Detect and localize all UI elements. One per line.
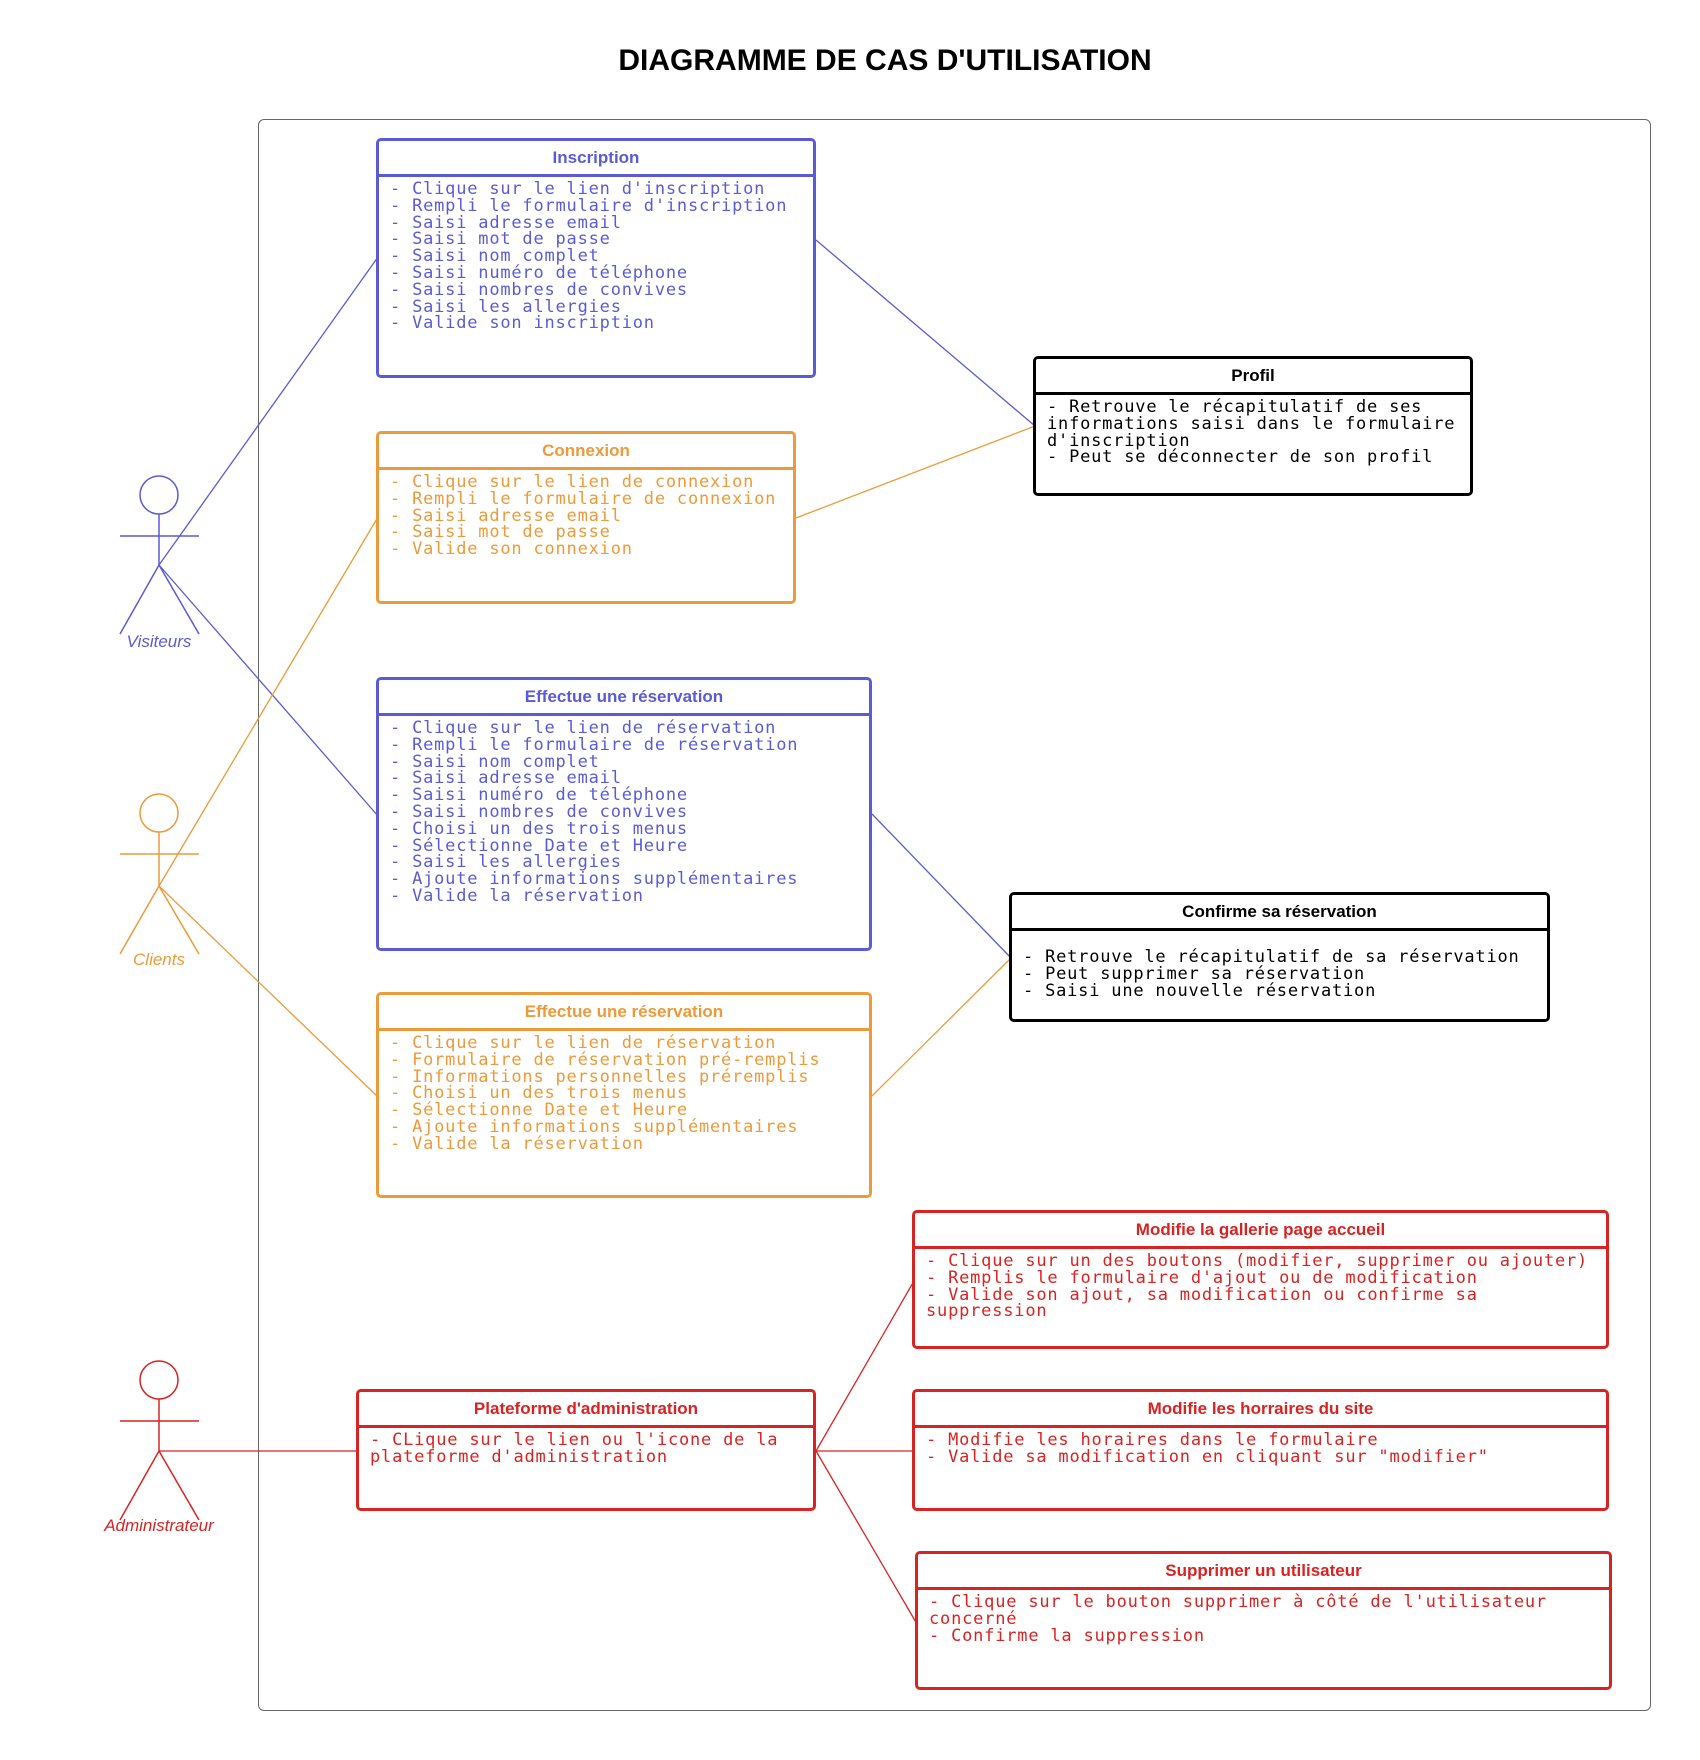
usecase-line: - Ajoute informations supplémentaires — [390, 869, 799, 890]
usecase-line: - Ajoute informations supplémentaires — [390, 1116, 799, 1137]
usecase-line: - Saisi une nouvelle réservation — [1023, 980, 1377, 1001]
link-inscription-profil — [815, 239, 1036, 427]
usecase-line: informations saisi dans le formulaire — [1047, 413, 1456, 434]
usecase-line: - Sélectionne Date et Heure — [390, 835, 688, 856]
link-reservation-client-confirme — [871, 957, 1012, 1097]
usecase-line: - Valide la réservation — [390, 1133, 644, 1154]
usecase-line: - Saisi adresse email — [390, 768, 622, 789]
usecase-line: - Remplis le formulaire d'ajout ou de mo… — [926, 1267, 1478, 1288]
usecase-supprimer-utilisateur: Supprimer un utilisateur - Clique sur le… — [915, 1551, 1612, 1690]
diagram-title: DIAGRAMME DE CAS D'UTILISATION — [618, 44, 1152, 77]
usecase-line: - Clique sur le bouton supprimer à côté … — [929, 1592, 1547, 1612]
actor-visiteurs-figure — [119, 475, 200, 635]
usecase-line: - Saisi les allergies — [390, 296, 622, 317]
usecase-line: - Retrouve le récapitulatif de sa réserv… — [1023, 947, 1520, 967]
usecase-line: - Retrouve le récapitulatif de ses — [1047, 397, 1423, 417]
usecase-confirme-title: Confirme sa réservation — [1012, 895, 1547, 931]
link-reservation-confirme — [871, 813, 1012, 959]
actor-administrateur-figure — [119, 1360, 200, 1521]
usecase-line: - Saisi numéro de téléphone — [390, 262, 688, 283]
usecase-line: - Confirme la suppression — [929, 1625, 1205, 1646]
link-plateforme-gallerie — [815, 1280, 915, 1452]
usecase-inscription-title: Inscription — [379, 141, 813, 177]
link-clients-reservation — [158, 885, 379, 1098]
usecase-reservation-visiteur: Effectue une réservation - Clique sur le… — [376, 677, 872, 951]
usecase-line: - Saisi nom complet — [390, 751, 600, 772]
usecase-line: - Rempli le formulaire d'inscription — [390, 195, 788, 216]
usecase-plateforme-title: Plateforme d'administration — [359, 1392, 813, 1428]
usecase-line: - Valide son inscription — [390, 313, 655, 334]
link-plateforme-supprimer — [815, 1450, 918, 1625]
usecase-connexion-title: Connexion — [379, 434, 793, 470]
usecase-plateforme-administration: Plateforme d'administration - CLique sur… — [356, 1389, 816, 1511]
usecase-inscription: Inscription - Clique sur le lien d'inscr… — [376, 138, 816, 378]
usecase-line: - Sélectionne Date et Heure — [390, 1100, 688, 1121]
usecase-line: - Saisi nom complet — [390, 246, 600, 267]
usecase-line: - Valide sa modification en cliquant sur… — [926, 1446, 1489, 1467]
usecase-line: - Saisi mot de passe — [390, 522, 611, 543]
usecase-line: - Saisi adresse email — [390, 212, 622, 233]
usecase-reservation-client-title: Effectue une réservation — [379, 995, 869, 1031]
actor-visiteurs-label: Visiteurs — [126, 632, 192, 651]
usecase-line: - Saisi les allergies — [390, 852, 622, 873]
link-visiteurs-reservation — [158, 564, 379, 817]
usecase-line: plateforme d'administration — [370, 1446, 668, 1467]
usecase-line: - Peut supprimer sa réservation — [1023, 963, 1366, 984]
usecase-line: - Valide son ajout, sa modification ou c… — [926, 1284, 1478, 1305]
usecase-line: - Modifie les horaires dans le formulair… — [926, 1430, 1379, 1450]
usecase-line: - Peut se déconnecter de son profil — [1047, 447, 1434, 468]
usecase-modifie-gallerie: Modifie la gallerie page accueil - Cliqu… — [912, 1210, 1609, 1349]
usecase-line: d'inscription — [1047, 430, 1191, 451]
usecase-line: - Valide son connexion — [390, 539, 633, 560]
usecase-line: - Clique sur un des boutons (modifier, s… — [926, 1251, 1589, 1271]
usecase-line: - Clique sur le lien de connexion — [390, 472, 755, 492]
usecase-horaires-title: Modifie les horraires du site — [915, 1392, 1606, 1428]
usecase-line: suppression — [926, 1301, 1048, 1322]
usecase-reservation-visiteur-title: Effectue une réservation — [379, 680, 869, 716]
usecase-line: - Clique sur le lien de réservation — [390, 718, 777, 738]
usecase-profil-title: Profil — [1036, 359, 1470, 395]
usecase-supprimer-title: Supprimer un utilisateur — [918, 1554, 1609, 1590]
usecase-gallerie-title: Modifie la gallerie page accueil — [915, 1213, 1606, 1249]
usecase-line: - Saisi mot de passe — [390, 229, 611, 250]
usecase-line: - Clique sur le lien de réservation — [390, 1033, 777, 1053]
usecase-line: - Clique sur le lien d'inscription — [390, 179, 766, 199]
usecase-line: - Rempli le formulaire de connexion — [390, 488, 777, 509]
usecase-line: concerné — [929, 1608, 1018, 1629]
usecase-profil: Profil - Retrouve le récapitulatif de se… — [1033, 356, 1473, 496]
usecase-line: - Saisi numéro de téléphone — [390, 785, 688, 806]
actor-clients-figure — [119, 793, 200, 955]
usecase-line: - Rempli le formulaire de réservation — [390, 734, 799, 755]
usecase-connexion: Connexion - Clique sur le lien de connex… — [376, 431, 796, 604]
usecase-line: - Saisi adresse email — [390, 505, 622, 526]
usecase-line: - Choisi un des trois menus — [390, 1083, 688, 1104]
actor-administrateur-label: Administrateur — [104, 1516, 214, 1535]
actor-clients-label: Clients — [133, 950, 185, 969]
usecase-line: - Formulaire de réservation pré-remplis — [390, 1049, 821, 1070]
usecase-confirme-reservation: Confirme sa réservation - Retrouve le ré… — [1009, 892, 1550, 1022]
link-clients-connexion — [158, 516, 379, 887]
usecase-line: - Saisi nombres de convives — [390, 801, 688, 822]
usecase-line: - Choisi un des trois menus — [390, 818, 688, 839]
usecase-line: - Valide la réservation — [390, 885, 644, 906]
usecase-modifie-horaires: Modifie les horraires du site - Modifie … — [912, 1389, 1609, 1511]
usecase-line: - Saisi nombres de convives — [390, 279, 688, 300]
usecase-reservation-client: Effectue une réservation - Clique sur le… — [376, 992, 872, 1198]
link-visiteurs-inscription — [158, 256, 379, 566]
usecase-line: - Informations personnelles préremplis — [390, 1066, 810, 1087]
link-connexion-profil — [795, 425, 1036, 519]
system-boundary — [258, 119, 1651, 1711]
usecase-line: - CLique sur le lien ou l'icone de la — [370, 1430, 779, 1450]
